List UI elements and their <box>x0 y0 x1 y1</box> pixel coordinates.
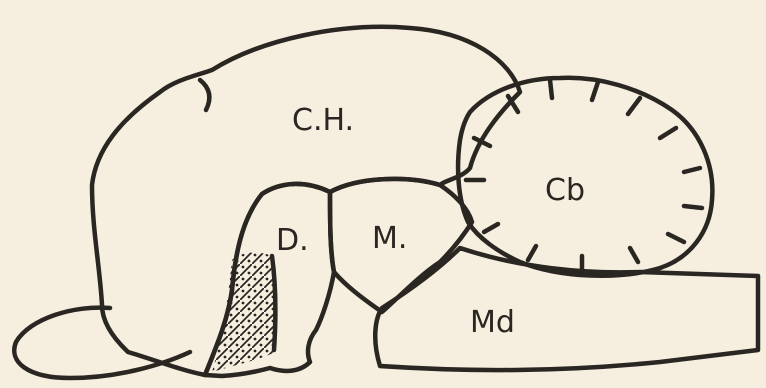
label-medulla: Md <box>470 305 515 340</box>
cerebellum-region <box>458 78 712 276</box>
label-midbrain: M. <box>372 221 407 256</box>
cerebral-hemisphere-region <box>92 27 520 375</box>
hemisphere-notch <box>200 80 209 110</box>
diencephalon-overlap <box>212 253 275 372</box>
label-cerebral-hemisphere: C.H. <box>292 103 354 138</box>
label-cerebellum: Cb <box>545 173 585 208</box>
label-diencephalon: D. <box>276 223 309 258</box>
